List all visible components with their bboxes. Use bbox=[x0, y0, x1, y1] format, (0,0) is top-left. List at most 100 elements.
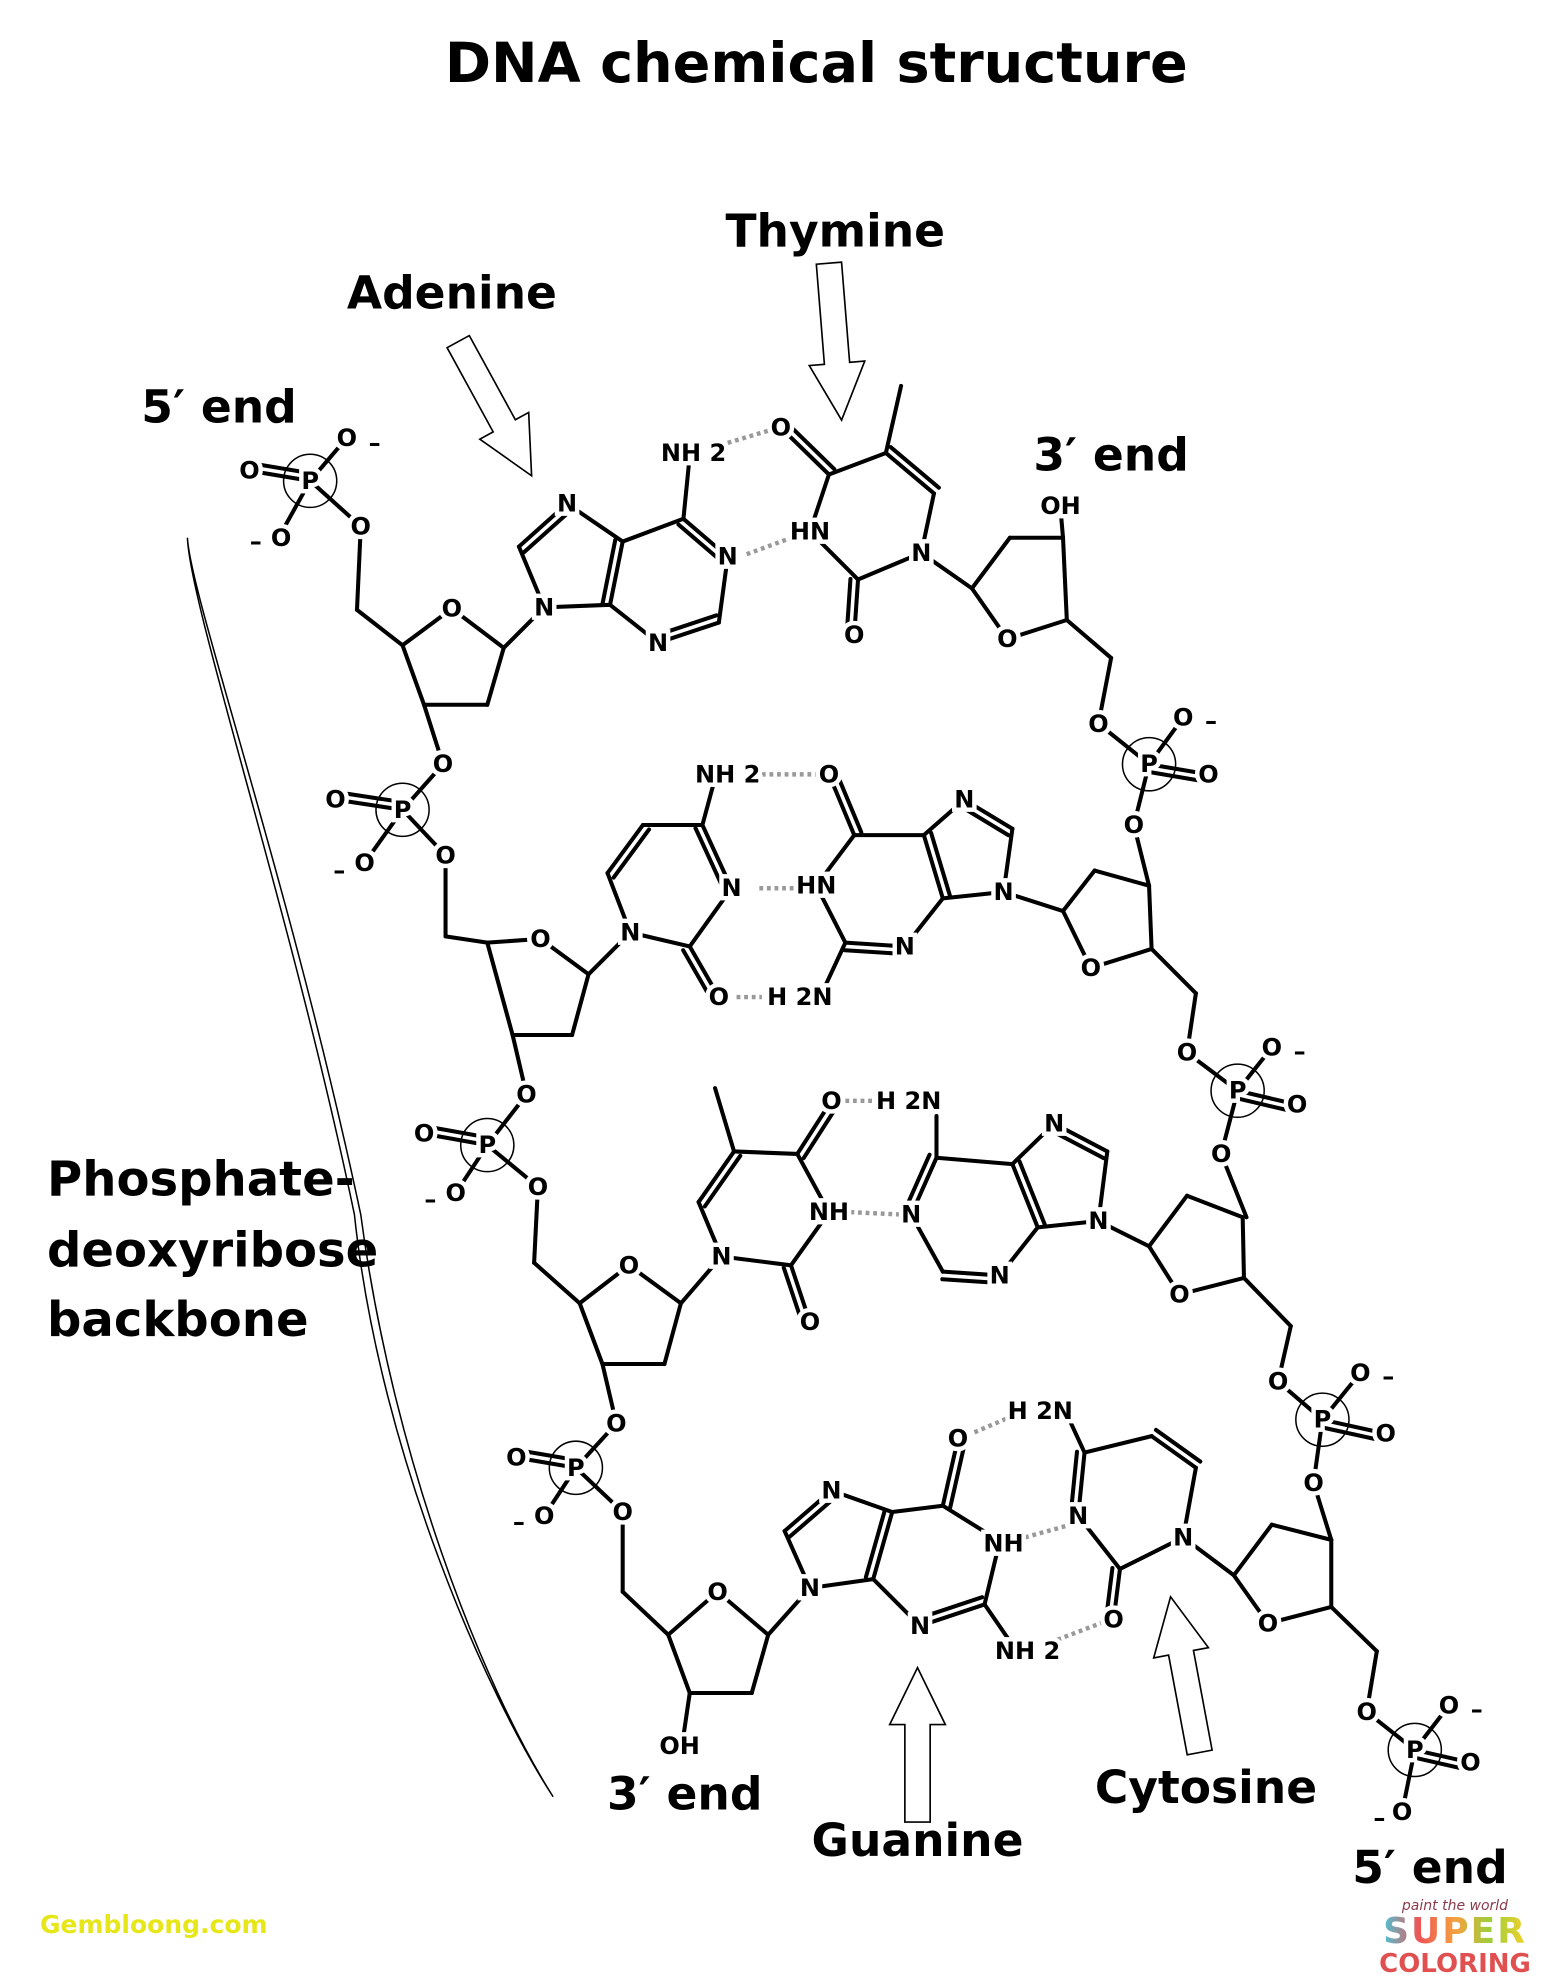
covalent-bond bbox=[940, 1503, 1002, 1544]
watermark-tagline: paint the world bbox=[1401, 1898, 1509, 1914]
phosphate-circle bbox=[548, 1440, 604, 1496]
covalent-bond bbox=[883, 383, 904, 456]
covalent-bond bbox=[1219, 1088, 1240, 1156]
atom-label-n: N bbox=[557, 490, 577, 518]
watermark-coloring: COLORING bbox=[1379, 1949, 1531, 1979]
atom-label-o: O bbox=[435, 841, 455, 869]
atom-label-h2n: H 2N bbox=[876, 1087, 941, 1115]
atom-label-n: N bbox=[990, 1261, 1010, 1289]
covalent-bond bbox=[1241, 1275, 1293, 1329]
phosphate-circle bbox=[459, 1117, 515, 1173]
double-bond-line bbox=[801, 1102, 840, 1161]
covalent-bond bbox=[666, 1632, 692, 1696]
atom-label-o: O bbox=[1287, 1091, 1307, 1119]
atom-label-n: N bbox=[821, 1477, 841, 1505]
diagram-title: DNA chemical structure bbox=[445, 31, 1188, 96]
covalent-bond bbox=[1060, 535, 1069, 623]
covalent-bond bbox=[333, 797, 405, 812]
hydrogen-bond bbox=[745, 534, 796, 557]
atom-label-n: N bbox=[800, 1574, 820, 1602]
atom-label-minus: – bbox=[1382, 1363, 1394, 1391]
atom-label-o: O bbox=[821, 1087, 841, 1115]
atom-label-hn: HN bbox=[790, 517, 830, 545]
covalent-bond bbox=[1117, 1535, 1186, 1572]
atom-label-minus: – bbox=[1471, 1695, 1483, 1723]
double-bond-line bbox=[940, 1277, 1002, 1286]
atom-label-n: N bbox=[1088, 1207, 1108, 1235]
covalent-bond bbox=[656, 620, 721, 645]
watermark-super: SUPER bbox=[1375, 1914, 1535, 1950]
covalent-bond bbox=[1311, 1417, 1325, 1485]
label-3-end-top: 3′ end bbox=[1033, 429, 1188, 482]
label-cytosine: Cytosine bbox=[1095, 1761, 1317, 1814]
covalent-bond bbox=[1076, 1450, 1087, 1518]
covalent-bond bbox=[1184, 991, 1198, 1055]
covalent-bond bbox=[788, 1263, 812, 1325]
covalent-bond bbox=[782, 1488, 834, 1534]
atom-label-h2n: H 2N bbox=[767, 983, 832, 1011]
atom-label-p: P bbox=[1140, 750, 1158, 778]
watermark-gembloong: Gembloong.com bbox=[40, 1910, 268, 1939]
watermark-super-text: SUPER bbox=[1383, 1911, 1527, 1952]
covalent-bond bbox=[1149, 1434, 1198, 1470]
covalent-bond bbox=[969, 535, 1012, 591]
covalent-bond bbox=[1076, 1513, 1122, 1572]
covalent-bond bbox=[485, 645, 506, 707]
atom-label-o: O bbox=[612, 1498, 632, 1526]
atom-label-o: O bbox=[1375, 1420, 1395, 1448]
covalent-bond bbox=[921, 833, 945, 901]
atom-label-o: O bbox=[819, 760, 839, 788]
covalent-bond bbox=[1060, 908, 1093, 970]
covalent-bond bbox=[532, 1184, 540, 1265]
covalent-bond bbox=[732, 1149, 800, 1156]
double-bond-line bbox=[1068, 1449, 1080, 1518]
covalent-bond bbox=[1311, 1480, 1334, 1542]
covalent-bond bbox=[308, 478, 363, 529]
double-bond-line bbox=[833, 769, 864, 835]
pointer-arrow bbox=[1152, 1594, 1214, 1756]
covalent-bond bbox=[573, 1421, 619, 1470]
covalent-bond bbox=[1235, 1088, 1300, 1107]
covalent-bond bbox=[766, 1585, 812, 1637]
atom-label-o: O bbox=[1350, 1359, 1370, 1387]
covalent-bond bbox=[538, 936, 591, 977]
covalent-bond bbox=[1184, 1050, 1240, 1093]
double-bond-line bbox=[1145, 769, 1210, 784]
atom-label-o: O bbox=[506, 1444, 526, 1472]
atom-label-o: O bbox=[351, 512, 371, 540]
atom-label-p: P bbox=[1406, 1736, 1424, 1764]
covalent-bond bbox=[532, 1260, 582, 1306]
covalent-bond bbox=[826, 450, 888, 477]
double-bond-line bbox=[844, 576, 853, 637]
hydrogen-bond bbox=[1049, 1620, 1105, 1645]
pointer-arrow bbox=[807, 261, 867, 422]
watermark-supercoloring: paint the world SUPER COLORING bbox=[1375, 1898, 1535, 1978]
covalent-bond bbox=[1412, 1747, 1473, 1765]
atom-label-p: P bbox=[1229, 1077, 1247, 1105]
double-bond-line bbox=[1048, 1128, 1106, 1161]
arrow-layer bbox=[445, 261, 1214, 1823]
covalent-bond bbox=[605, 822, 645, 876]
covalent-bond bbox=[570, 972, 591, 1038]
atom-label-n: N bbox=[1044, 1110, 1064, 1138]
covalent-bond bbox=[1149, 946, 1198, 996]
label-backbone-line2: deoxyribose bbox=[47, 1223, 378, 1279]
atom-label-minus: – bbox=[513, 1508, 525, 1536]
hydrogen-bond bbox=[850, 1209, 905, 1217]
atom-label-n: N bbox=[911, 539, 931, 567]
covalent-bond bbox=[852, 577, 861, 638]
covalent-bond bbox=[586, 930, 633, 977]
covalent-bond bbox=[902, 896, 945, 949]
covalent-bond bbox=[453, 1143, 490, 1196]
label-adenine: Adenine bbox=[347, 267, 557, 320]
atom-label-minus: – bbox=[333, 857, 345, 885]
pointer-arrow bbox=[888, 1665, 947, 1823]
atom-label-p: P bbox=[567, 1454, 585, 1482]
atom-label-o: O bbox=[1262, 1034, 1282, 1062]
double-bond-line bbox=[521, 507, 575, 555]
covalent-bond bbox=[687, 886, 734, 949]
atom-label-o: O bbox=[1081, 954, 1101, 982]
atom-label-n: N bbox=[993, 878, 1013, 906]
covalent-bond bbox=[1131, 762, 1152, 828]
